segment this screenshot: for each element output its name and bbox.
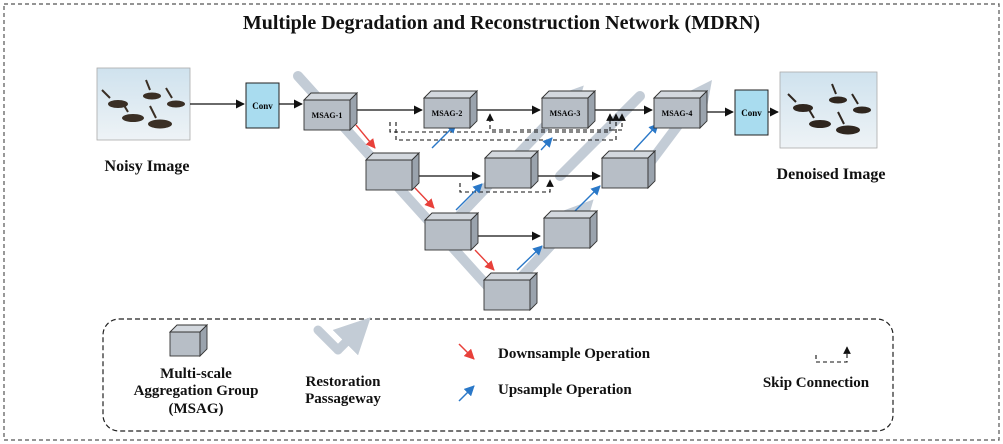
downsample-arrows bbox=[355, 124, 495, 271]
legend-passageway-label: Restoration Passageway bbox=[305, 374, 381, 408]
denoised-image bbox=[779, 71, 878, 149]
conv-output-label: Conv bbox=[741, 108, 762, 118]
skip-connections bbox=[389, 113, 626, 193]
legend-skip-label: Skip Connection bbox=[762, 375, 870, 391]
msag-1-block: MSAG-1 bbox=[302, 91, 359, 132]
msag-2-block-label: MSAG-2 bbox=[432, 109, 463, 118]
noisy-image bbox=[96, 67, 191, 141]
conv-output-box: Conv bbox=[734, 89, 769, 136]
level2-mid-block bbox=[483, 149, 540, 190]
legend-msag-cube-icon bbox=[168, 323, 209, 358]
legend-skip-icon bbox=[815, 346, 851, 363]
legend-downsample-label: Downsample Operation bbox=[498, 346, 651, 362]
legend-passageway-icon bbox=[313, 317, 371, 356]
denoised-image-label: Denoised Image bbox=[776, 166, 886, 183]
bottleneck-block bbox=[482, 271, 539, 312]
conv-input-label: Conv bbox=[252, 101, 273, 111]
msag-blocks: MSAG-1 MSAG-2 MSAG-3 MSAG-4 bbox=[302, 89, 709, 312]
msag-3-block: MSAG-3 bbox=[540, 89, 597, 130]
msag-1-block-label: MSAG-1 bbox=[312, 111, 343, 120]
flow-arrows bbox=[190, 99, 779, 241]
legend-box bbox=[102, 318, 894, 432]
level2-down-block bbox=[364, 151, 421, 192]
legend-downsample-icon bbox=[458, 343, 475, 360]
msag-4-block: MSAG-4 bbox=[652, 89, 709, 130]
diagram-title: Multiple Degradation and Reconstruction … bbox=[242, 12, 761, 34]
outer-frame bbox=[3, 3, 1000, 441]
msag-2-block: MSAG-2 bbox=[422, 89, 479, 130]
msag-4-block-label: MSAG-4 bbox=[662, 109, 693, 118]
level3-up-block bbox=[542, 209, 599, 250]
conv-input-box: Conv bbox=[245, 82, 280, 129]
noisy-image-label: Noisy Image bbox=[104, 158, 190, 175]
level3-down-block bbox=[423, 211, 480, 252]
msag-3-block-label: MSAG-3 bbox=[550, 109, 581, 118]
legend-upsample-icon bbox=[458, 385, 475, 402]
level2-up-block bbox=[600, 149, 657, 190]
legend-msag-cube bbox=[168, 323, 209, 358]
legend-upsample-label: Upsample Operation bbox=[498, 382, 632, 398]
legend-msag-label: Multi-scale Aggregation Group (MSAG) bbox=[133, 366, 259, 417]
